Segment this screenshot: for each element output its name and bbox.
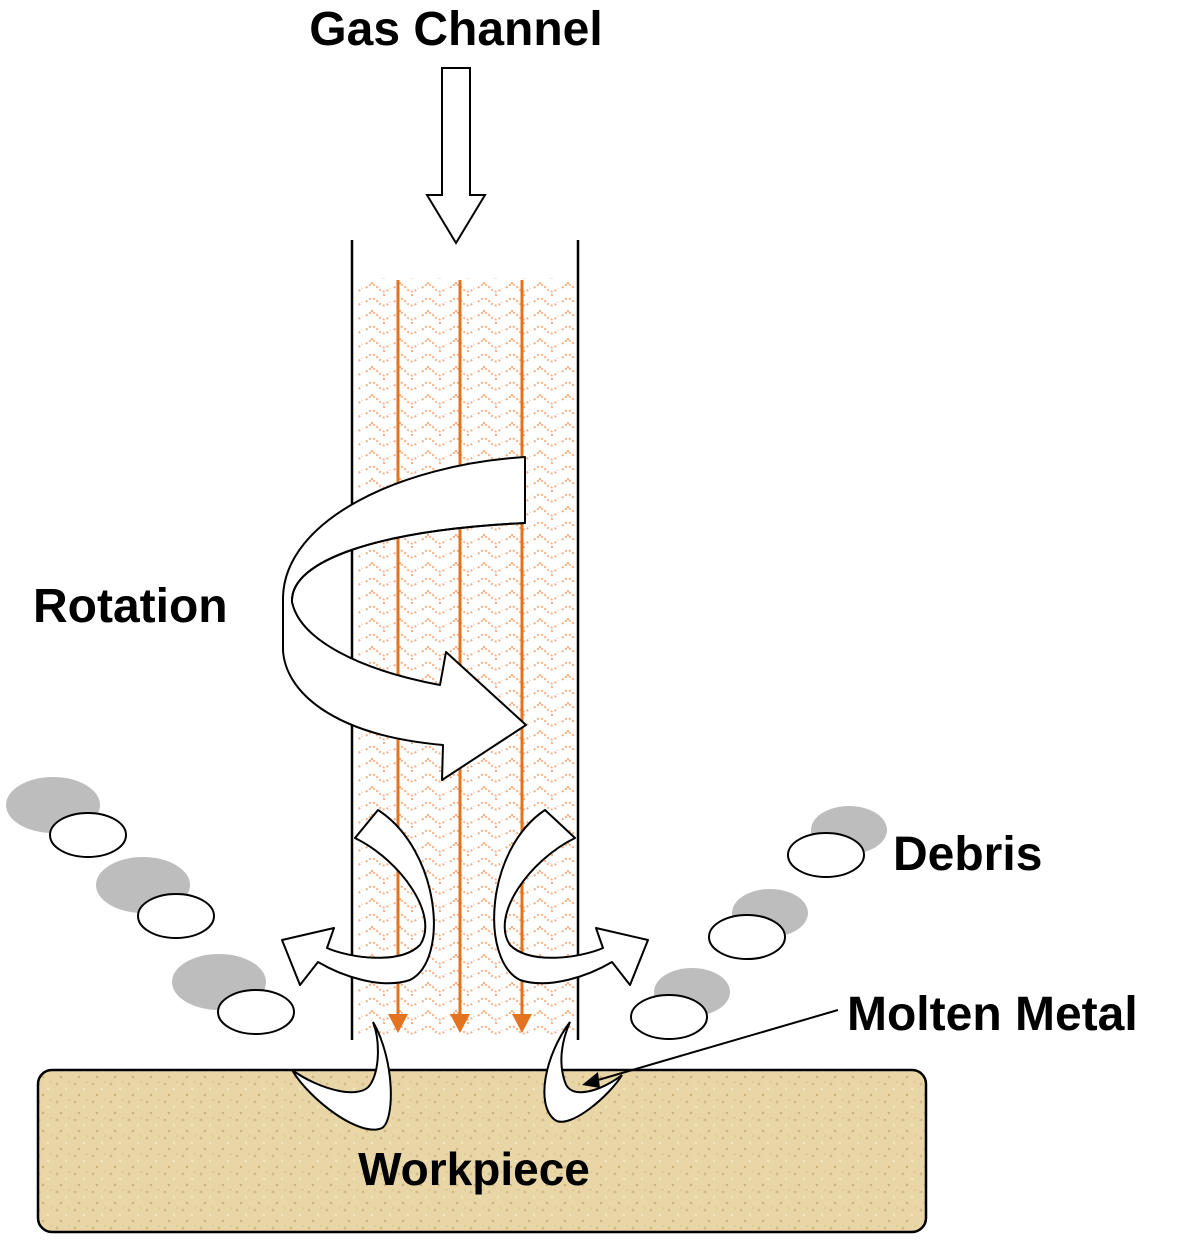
laser-arrows — [388, 280, 532, 1033]
right-outflow-arrow-icon — [493, 809, 649, 986]
debris-particle — [630, 994, 708, 1040]
laser-arrow-right-head — [512, 1014, 532, 1033]
debris-particles — [6, 777, 887, 1040]
debris-particle — [787, 832, 865, 878]
rotation-label: Rotation — [33, 580, 228, 633]
molten-metal-label: Molten Metal — [847, 988, 1138, 1041]
rotation-arrow-icon — [282, 456, 527, 781]
molten-metal-pointer — [582, 1009, 839, 1088]
left-outflow-arrow-icon — [281, 809, 435, 986]
laser-arrow-left-head — [388, 1014, 408, 1033]
laser-beam — [357, 278, 575, 1038]
debris-particle — [137, 893, 215, 939]
debris-particle — [708, 914, 786, 960]
debris-label: Debris — [893, 828, 1042, 881]
debris-particle — [217, 989, 295, 1035]
molten-metal — [291, 1021, 623, 1131]
workpiece-block — [36, 1068, 928, 1234]
laser-arrow-center-head — [450, 1014, 470, 1033]
debris-particle — [49, 812, 127, 858]
molten-metal-left — [291, 1021, 392, 1131]
workpiece-label: Workpiece — [358, 1143, 590, 1195]
molten-metal-right — [543, 1021, 623, 1123]
gas-channel-label: Gas Channel — [309, 3, 602, 56]
gas-flow-arrow-icon — [425, 67, 487, 245]
